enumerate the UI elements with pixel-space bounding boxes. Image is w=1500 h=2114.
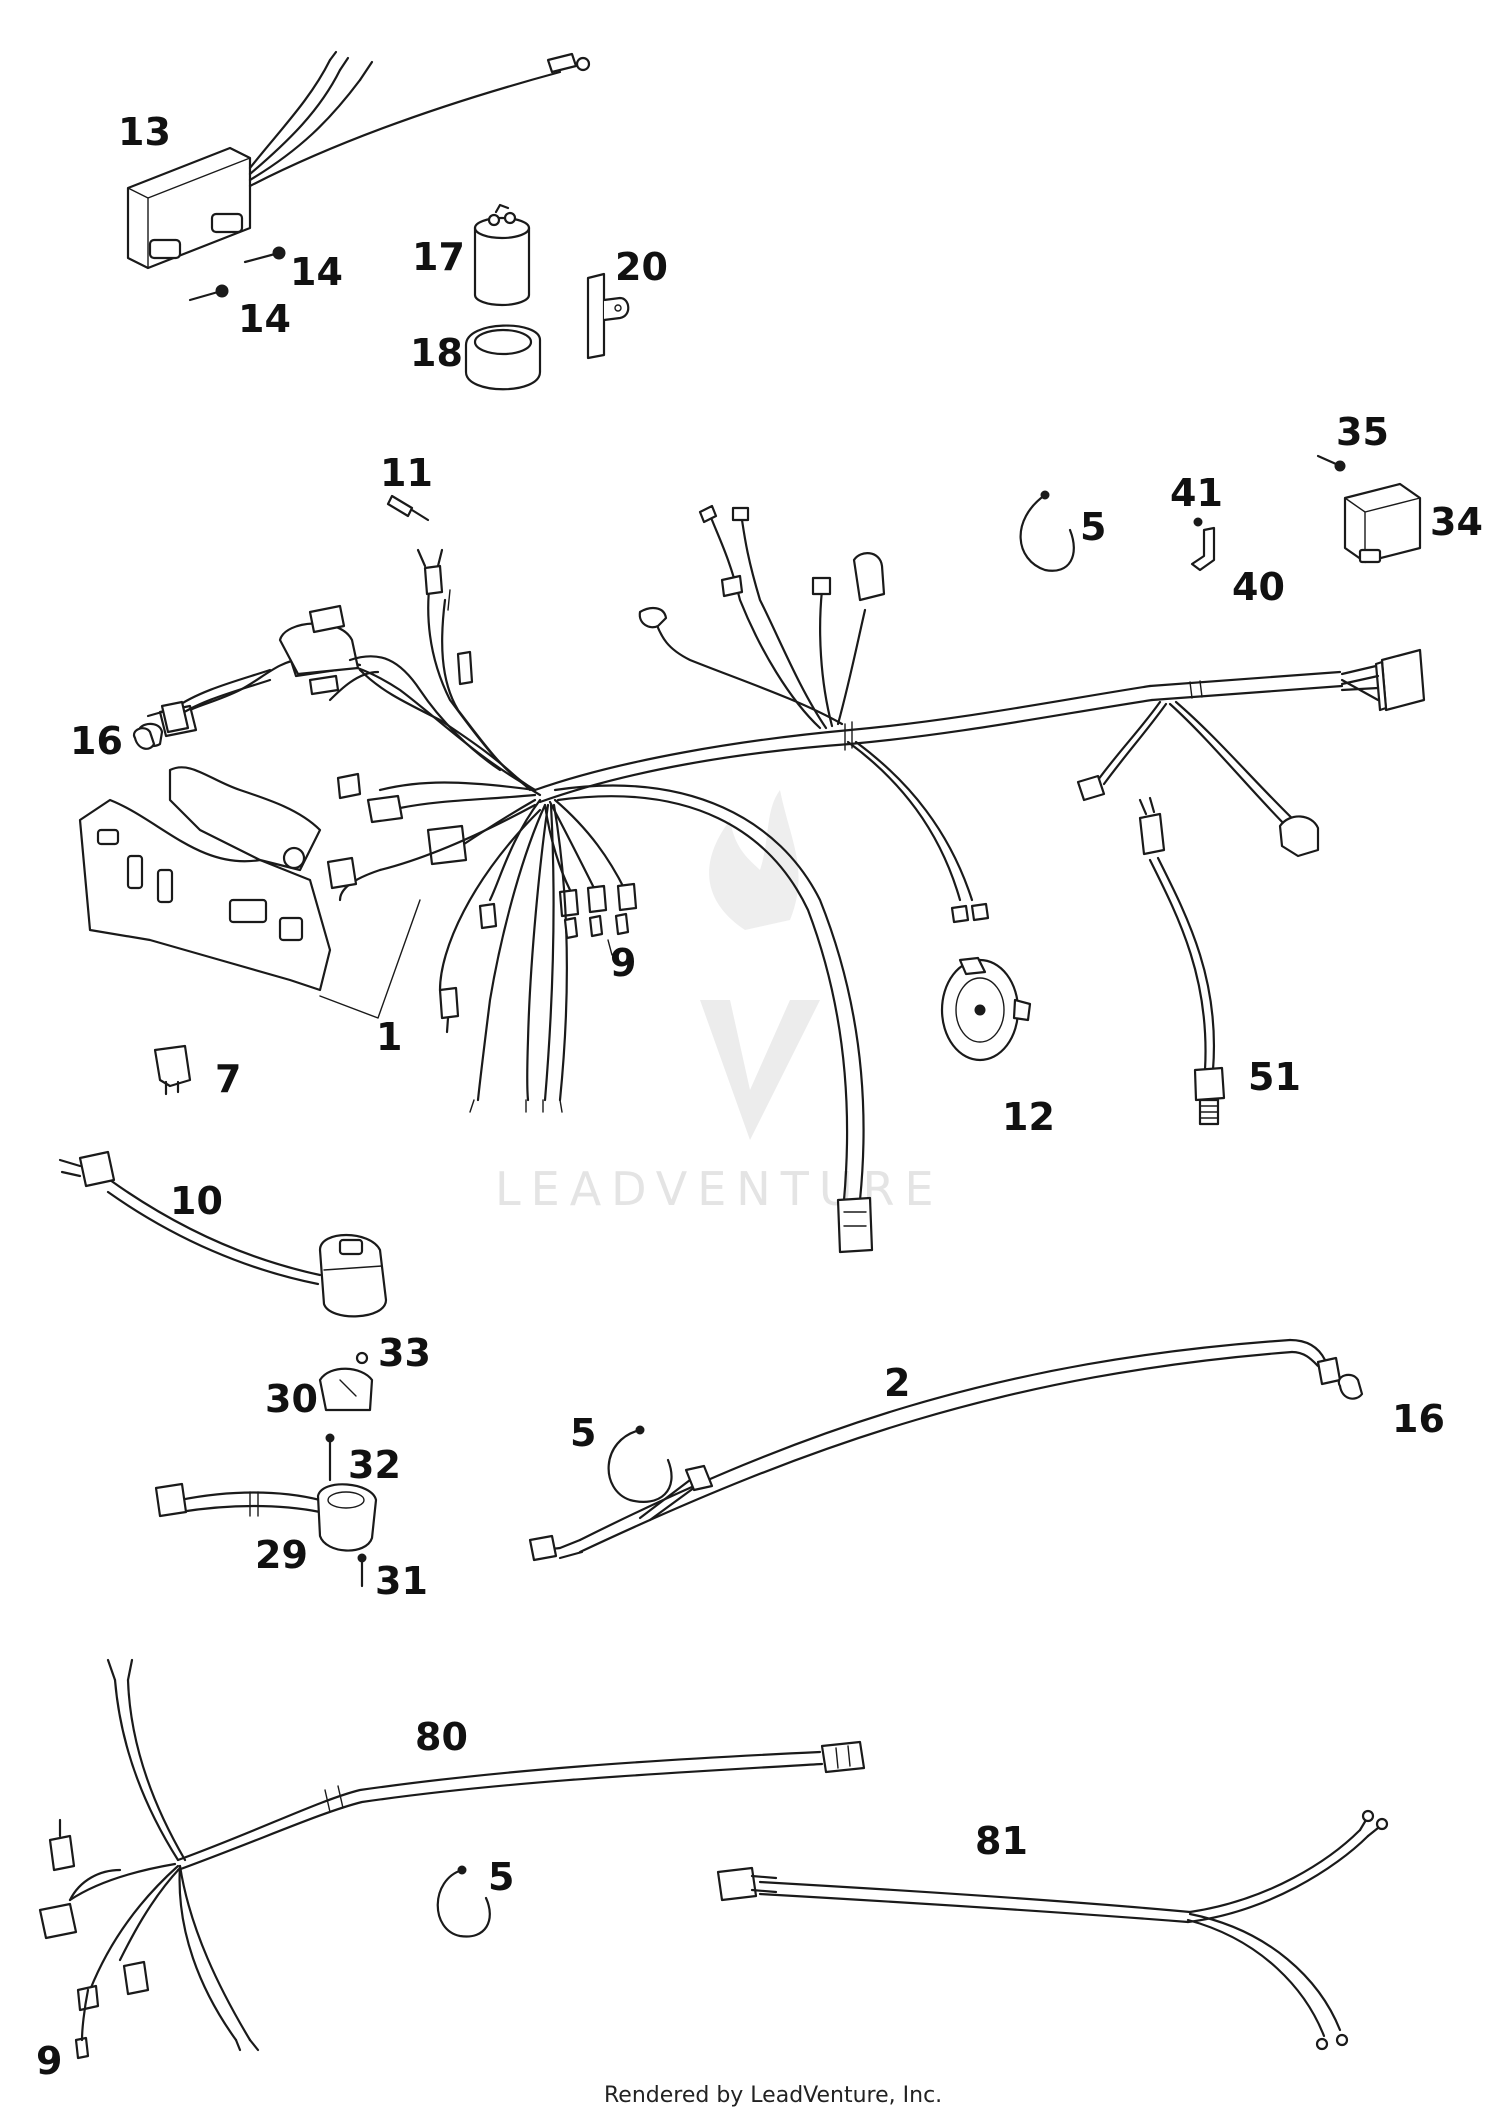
callout-81: 81 xyxy=(975,1819,1028,1863)
callout-5-upper: 5 xyxy=(1080,505,1106,549)
part-35-screw xyxy=(1316,454,1346,472)
part-20-bracket xyxy=(586,272,630,360)
callout-1: 1 xyxy=(376,1015,402,1059)
part-31-screw xyxy=(357,1553,367,1588)
part-41-screw xyxy=(1193,517,1203,527)
part-16-bulb-lower xyxy=(1337,1373,1364,1400)
part-29-switch-housing xyxy=(154,1482,378,1552)
callout-1-leader-line xyxy=(319,899,421,1019)
callout-33: 33 xyxy=(378,1331,431,1375)
part-14-screw-upper xyxy=(243,246,286,264)
part-18-clamp-ring xyxy=(464,324,542,391)
part-34-regulator xyxy=(1343,482,1422,564)
callout-14-lower: 14 xyxy=(238,297,291,341)
callout-29: 29 xyxy=(255,1533,308,1577)
part-11-terminal-pin xyxy=(386,494,430,522)
part-81-harness xyxy=(716,1809,1389,2051)
part-17-capacitor xyxy=(473,203,531,307)
part-10-handlebar-switch xyxy=(58,1150,388,1318)
part-32-screw xyxy=(325,1433,335,1482)
callout-labels: 13 14 14 17 18 20 11 35 41 5 34 40 16 9 … xyxy=(36,110,1483,2083)
callout-20: 20 xyxy=(615,245,668,289)
part-80-harness xyxy=(38,1658,866,2060)
part-5-cable-tie-lower xyxy=(436,1865,491,1938)
callout-40: 40 xyxy=(1232,565,1285,609)
callout-13: 13 xyxy=(118,110,171,154)
part-14-screw-lower xyxy=(188,284,229,302)
part-2-rear-harness xyxy=(528,1338,1342,1562)
part-12-horn xyxy=(940,956,1032,1062)
part-7-relay xyxy=(153,1044,192,1096)
callout-41: 41 xyxy=(1170,471,1223,515)
callout-35: 35 xyxy=(1336,410,1389,454)
part-40-bracket xyxy=(1190,526,1216,572)
callout-9-leader-line xyxy=(607,939,613,956)
footer-credit: Rendered by LeadVenture, Inc. xyxy=(604,2083,942,2108)
callout-7: 7 xyxy=(215,1057,241,1101)
part-33-washer xyxy=(355,1351,369,1365)
part-1-main-wiring-harness xyxy=(138,504,1426,1254)
callout-9-upper: 9 xyxy=(610,941,636,985)
part-51-sensor xyxy=(1138,796,1226,1126)
callout-11: 11 xyxy=(380,451,433,495)
callout-5-middle: 5 xyxy=(570,1411,596,1455)
callout-34: 34 xyxy=(1430,500,1483,544)
callout-51: 51 xyxy=(1248,1055,1301,1099)
part-13-cdi-module xyxy=(126,50,591,270)
callout-17: 17 xyxy=(412,235,465,279)
callout-12: 12 xyxy=(1002,1095,1055,1139)
callout-32: 32 xyxy=(348,1443,401,1487)
callout-9-lower: 9 xyxy=(36,2039,62,2083)
callout-80: 80 xyxy=(415,1715,468,1759)
part-5-cable-tie-middle xyxy=(607,1425,673,1503)
callout-5-lower: 5 xyxy=(488,1855,514,1899)
callout-14-upper: 14 xyxy=(290,250,343,294)
part-5-cable-tie-upper xyxy=(1019,490,1075,572)
headlight-bracket-plate xyxy=(78,766,332,992)
callout-18: 18 xyxy=(410,331,463,375)
part-9-terminals xyxy=(563,912,630,940)
callout-10: 10 xyxy=(170,1179,223,1223)
leadventure-watermark-logo: LEADVENTURE xyxy=(495,790,944,1216)
part-30-switch-cover xyxy=(318,1367,374,1412)
callout-30: 30 xyxy=(265,1377,318,1421)
watermark-brand-text: LEADVENTURE xyxy=(495,1162,944,1216)
callout-16-upper: 16 xyxy=(70,719,123,763)
callout-16-lower: 16 xyxy=(1392,1397,1445,1441)
callout-31: 31 xyxy=(375,1559,428,1603)
part-16-bulb-upper xyxy=(132,727,156,750)
callout-2: 2 xyxy=(884,1361,910,1405)
